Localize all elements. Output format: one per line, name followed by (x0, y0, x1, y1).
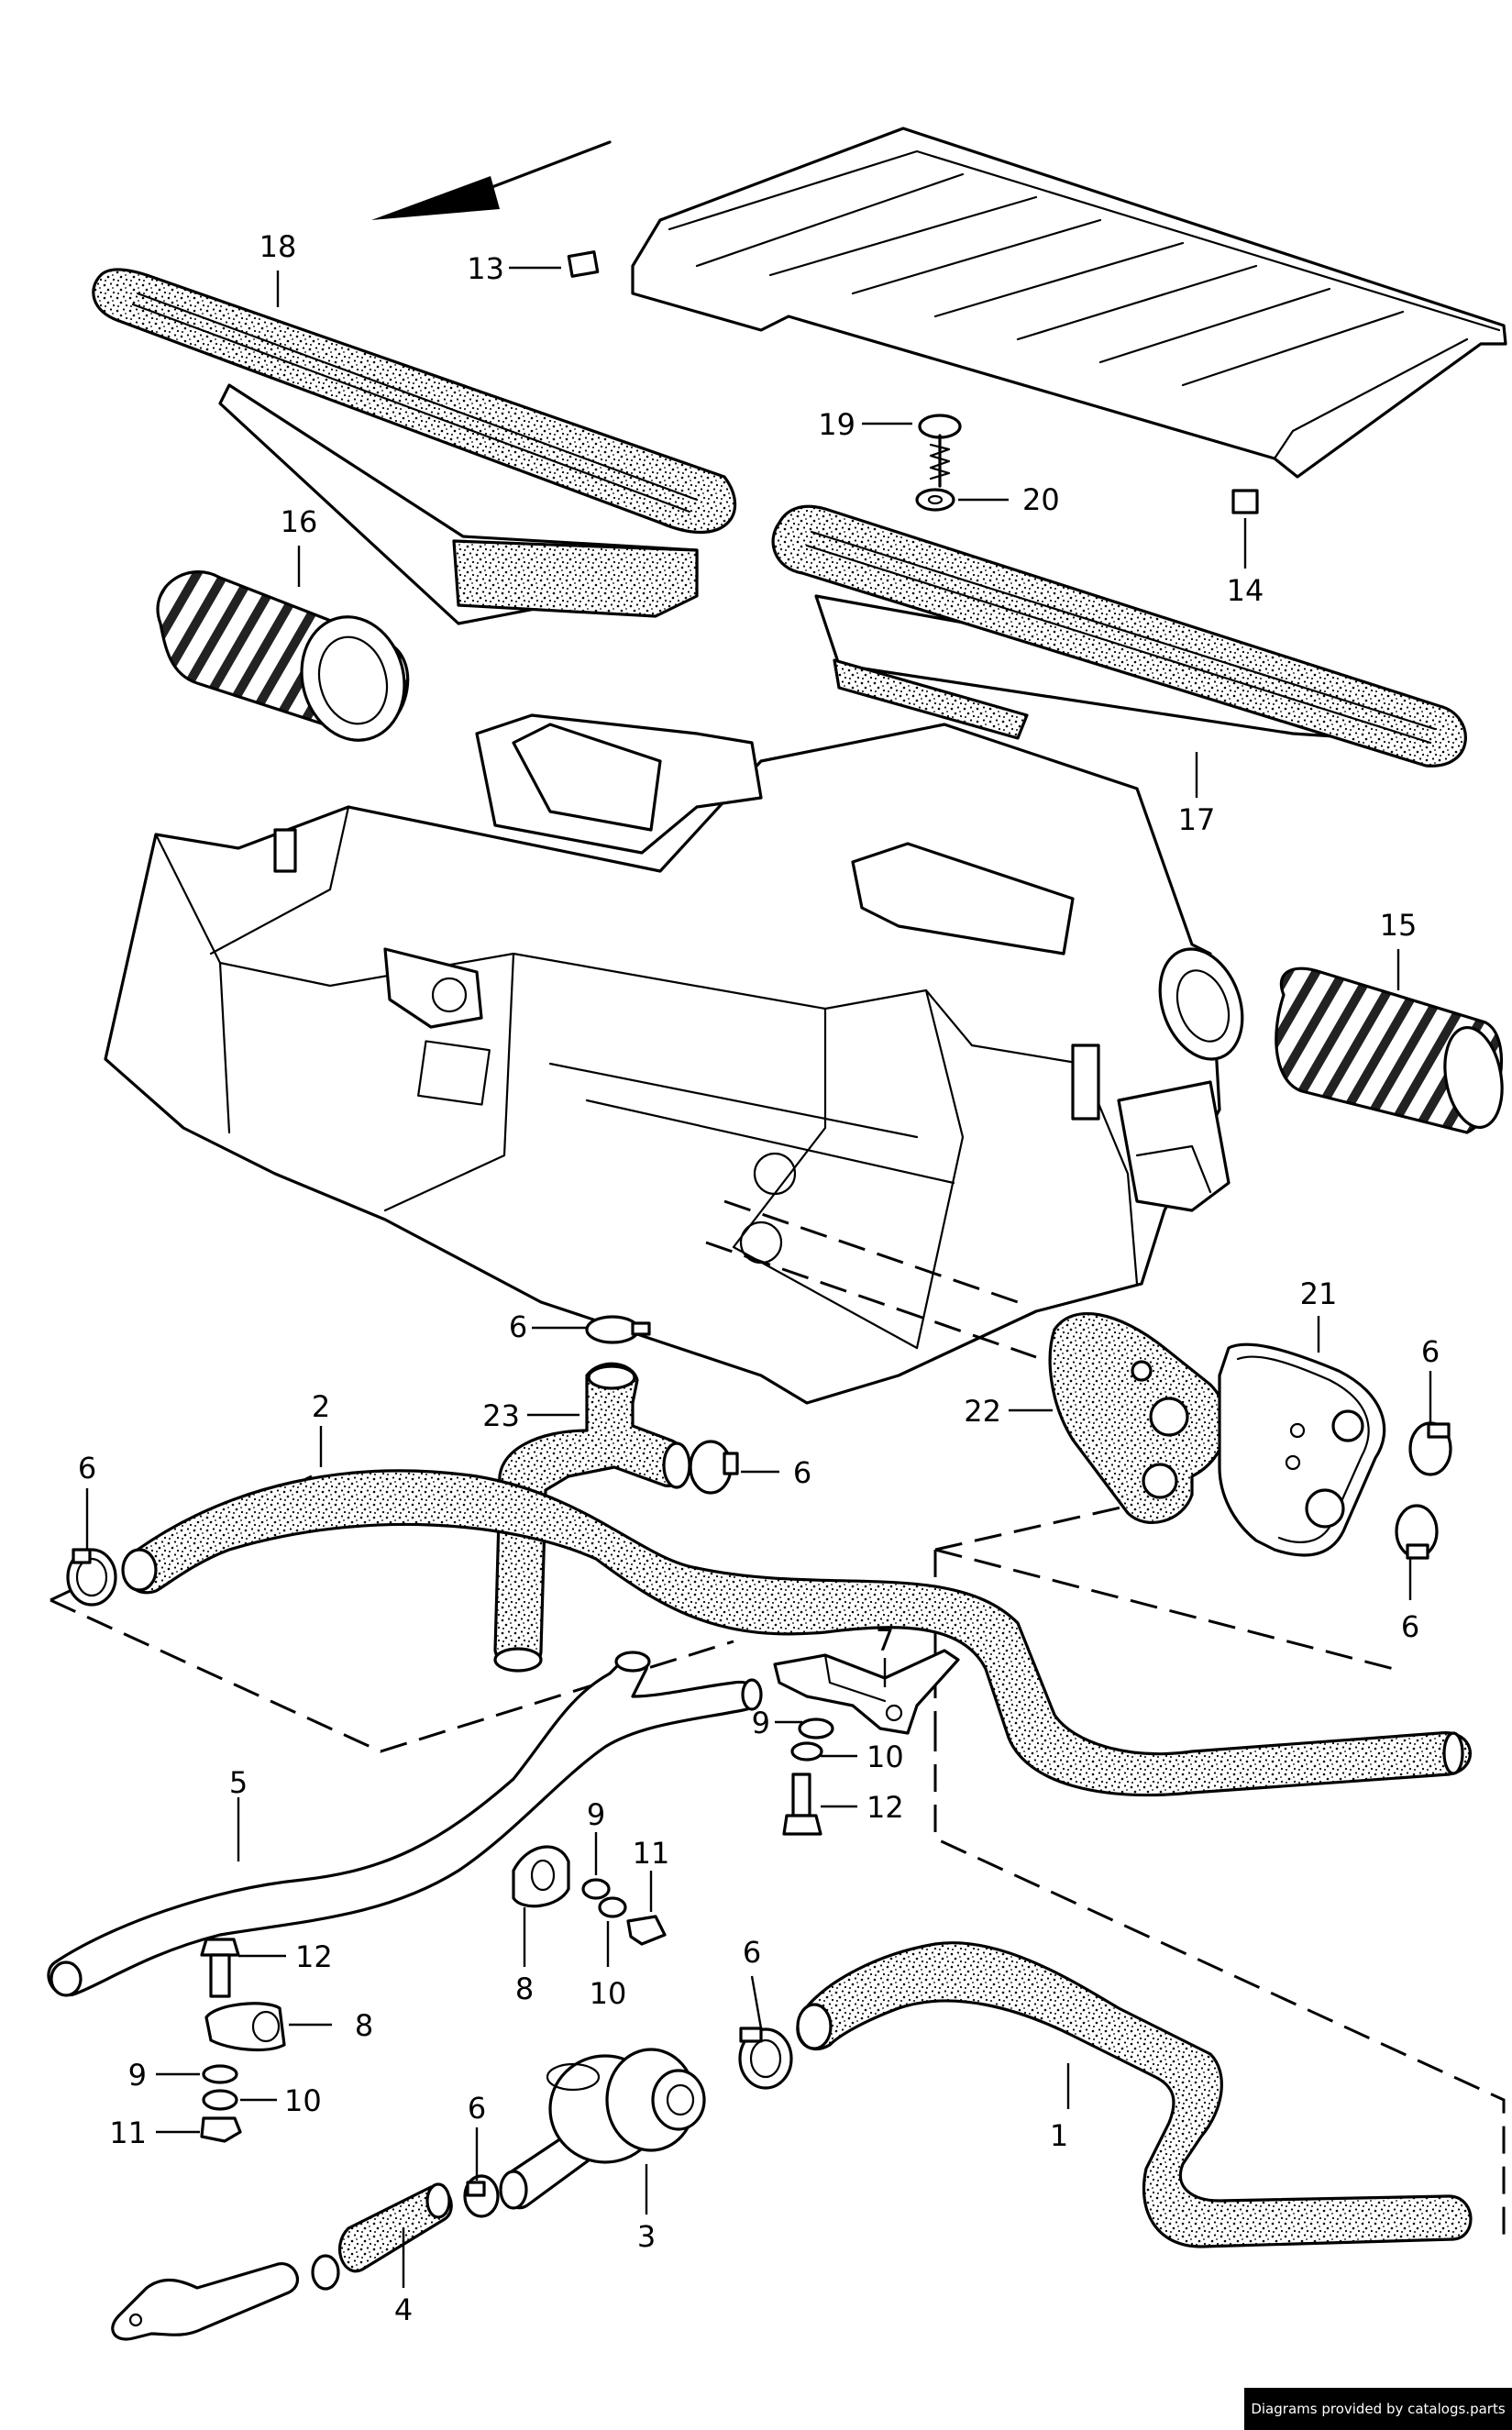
callout-8-lower: 8 (355, 2008, 373, 2043)
screw-19 (918, 414, 962, 488)
leader-lines (85, 266, 1432, 2288)
hose-1 (796, 1941, 1473, 2248)
gasket-22 (1048, 1311, 1228, 1524)
callout-6-top: 6 (509, 1309, 527, 1344)
callout-3: 3 (637, 2219, 656, 2254)
clip-8-upper (512, 1845, 570, 1908)
hose-clamp-6-right-lower (1395, 1504, 1439, 1560)
callout-5: 5 (229, 1765, 248, 1800)
callout-8-upper: 8 (515, 1972, 534, 2006)
callout-6-left: 6 (78, 1451, 96, 1486)
callout-22: 22 (964, 1394, 1001, 1429)
hose-clamp-6-bottom (463, 2174, 500, 2218)
hose-4 (311, 2182, 453, 2291)
callout-labels: 1 2 3 4 5 6 6 6 6 6 6 6 7 8 8 9 9 9 10 1… (78, 229, 1440, 2327)
washer-10-upper (790, 1741, 823, 1762)
washer-10-lower (202, 2089, 238, 2111)
callout-9-upper: 9 (752, 1706, 770, 1740)
clip-8-lower (204, 2002, 286, 2052)
callout-11-lower: 11 (109, 2115, 147, 2150)
callout-14: 14 (1227, 573, 1264, 608)
callout-4: 4 (394, 2292, 413, 2327)
washer-9-mid (581, 1878, 611, 1900)
attribution-text: Diagrams provided by catalogs.parts (1251, 2401, 1506, 2417)
callout-21: 21 (1300, 1276, 1338, 1311)
callout-9-mid: 9 (587, 1797, 605, 1832)
callout-11-upper: 11 (633, 1836, 670, 1871)
hose-clamp-6-left (66, 1548, 117, 1607)
nut-11-lower (200, 2116, 242, 2143)
nut-11-upper (626, 1915, 667, 1946)
corrugated-hose-15 (1275, 966, 1504, 1134)
cover-plate-21 (1218, 1342, 1386, 1557)
hose-clamp-6-top (585, 1315, 651, 1344)
callout-1: 1 (1050, 2118, 1068, 2153)
callout-18: 18 (259, 229, 297, 264)
bolt-12-lower (200, 1938, 240, 1998)
callout-10-mid: 10 (590, 1976, 627, 2011)
hose-clamp-6-right-upper (1408, 1421, 1452, 1476)
callout-20: 20 (1022, 482, 1060, 517)
callout-10-lower: 10 (284, 2083, 322, 2118)
callout-17: 17 (1178, 802, 1216, 837)
seal-17 (771, 504, 1467, 768)
callout-12-upper: 12 (866, 1790, 904, 1825)
washer-9-upper (798, 1718, 834, 1740)
callout-2: 2 (312, 1389, 330, 1424)
attribution-footer: Diagrams provided by catalogs.parts (1244, 2388, 1512, 2430)
callout-13: 13 (467, 251, 504, 286)
callout-16: 16 (281, 504, 318, 539)
pipe-5 (47, 1651, 763, 1997)
callout-10-upper: 10 (866, 1740, 904, 1774)
callout-7: 7 (876, 1623, 894, 1658)
washer-10-mid (598, 1896, 627, 1918)
bolt-12-upper (782, 1773, 822, 1836)
callout-6-right-up: 6 (1421, 1334, 1440, 1369)
bracket-7 (773, 1649, 960, 1735)
corrugated-hose-16 (156, 570, 410, 742)
washer-20 (915, 488, 955, 512)
callout-6-t-piece: 6 (793, 1455, 811, 1490)
valve-3 (499, 2048, 706, 2210)
callout-15: 15 (1380, 908, 1418, 943)
washer-9-lower (202, 2064, 238, 2084)
callout-12-lower: 12 (295, 1939, 333, 1974)
hose-clamp-6-t-piece (689, 1440, 739, 1495)
seal-18 (92, 268, 737, 625)
top-cover-panel (567, 127, 1507, 479)
callout-23: 23 (482, 1398, 520, 1433)
clip-14 (1231, 489, 1259, 514)
hose-2 (121, 1469, 1472, 1797)
t-piece-23 (493, 1362, 691, 1673)
callout-9-lower: 9 (128, 2058, 147, 2093)
direction-arrow (371, 140, 612, 220)
callout-6-bottom: 6 (468, 2091, 486, 2126)
pipe-end-fitting (111, 2262, 300, 2341)
callout-19: 19 (818, 407, 855, 442)
callout-6-right-low: 6 (1401, 1609, 1419, 1644)
callout-6-lower-mid: 6 (743, 1935, 761, 1970)
heater-housing (104, 713, 1244, 1405)
hose-clamp-6-lower-mid (738, 2027, 793, 2090)
